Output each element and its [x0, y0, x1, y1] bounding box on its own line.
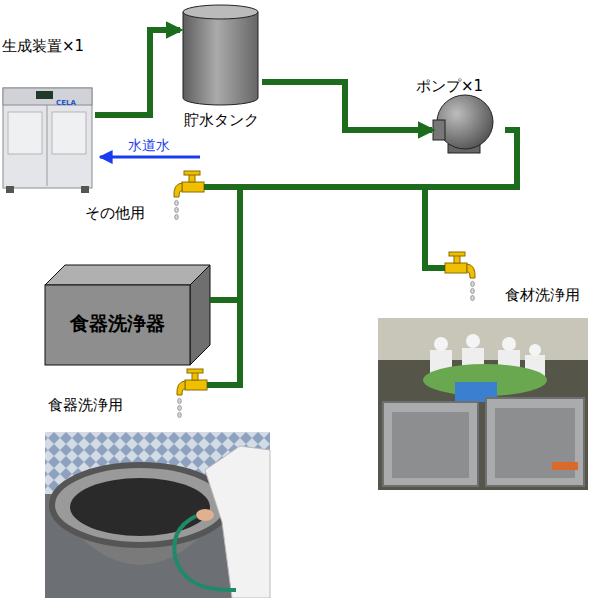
generator-device: 生成装置×1 [0, 36, 95, 196]
worker-coat [205, 446, 270, 598]
faucet-outlet: 食器洗浄用 [45, 368, 207, 418]
faucet-symbol [174, 171, 204, 220]
brand-logo: CELA [56, 100, 76, 108]
sink-basin [392, 412, 469, 478]
generator-illustration [3, 88, 92, 193]
water-hose [174, 516, 236, 590]
node-label: ポンプ×1 [416, 78, 483, 95]
water-pipe [95, 30, 180, 115]
water-pipe [204, 130, 517, 187]
box-top [45, 265, 210, 285]
pump: ポンプ×1 [432, 76, 505, 156]
photo-dish-washing [45, 432, 270, 598]
worker-cap [434, 337, 448, 351]
node-label: 食器洗浄器 [45, 313, 190, 335]
machine-foot [6, 186, 14, 193]
faucet-symbol [445, 252, 475, 301]
tap-water-arrow [100, 156, 200, 159]
worker-hand [196, 509, 214, 521]
node-label: その他用 [85, 205, 145, 222]
dishwasher-illustration [45, 265, 210, 365]
photo-background [378, 318, 588, 490]
worker-cap [529, 344, 541, 356]
machine-plate [52, 112, 86, 154]
machine-display [36, 91, 53, 99]
machine-top-panel [3, 88, 92, 105]
node-label: 食器洗浄用 [48, 397, 123, 414]
box-front [45, 285, 190, 365]
photo-background [45, 432, 270, 598]
water-pipe [262, 82, 432, 130]
steel-sink [383, 402, 478, 486]
pump-illustration [433, 95, 493, 153]
water-pipe [207, 130, 517, 385]
wok-inside [70, 478, 210, 536]
machine-door-split [47, 105, 48, 186]
tank-illustration [183, 5, 258, 105]
worker-cap [502, 337, 516, 351]
water-source-label: 水道水 [128, 138, 170, 153]
tank-top [183, 5, 258, 19]
pump-inlet [433, 120, 445, 140]
storage-tank: 貯水タンク [180, 3, 262, 131]
orange-item [552, 462, 578, 470]
steel-sink [486, 398, 584, 486]
machine-foot [81, 186, 89, 193]
water-pipe [425, 130, 517, 268]
worker-cap [466, 334, 480, 348]
faucet-outlet: その他用 [82, 168, 204, 224]
box-side [190, 265, 210, 365]
node-label: 生成装置×1 [2, 38, 84, 55]
dishwasher-box: 食器洗浄器 [45, 265, 210, 365]
node-label: 食材洗浄用 [505, 287, 580, 304]
faucet-outlet: 食材洗浄用 [445, 255, 597, 305]
photo-food-washing [378, 318, 588, 490]
node-label: 貯水タンク [184, 112, 259, 129]
machine-plate [8, 112, 42, 154]
faucet-symbol [177, 369, 207, 418]
water-pipe [210, 130, 517, 300]
machine-cabinet [3, 88, 92, 188]
wok-rim [52, 465, 228, 545]
tank-body [183, 12, 258, 105]
